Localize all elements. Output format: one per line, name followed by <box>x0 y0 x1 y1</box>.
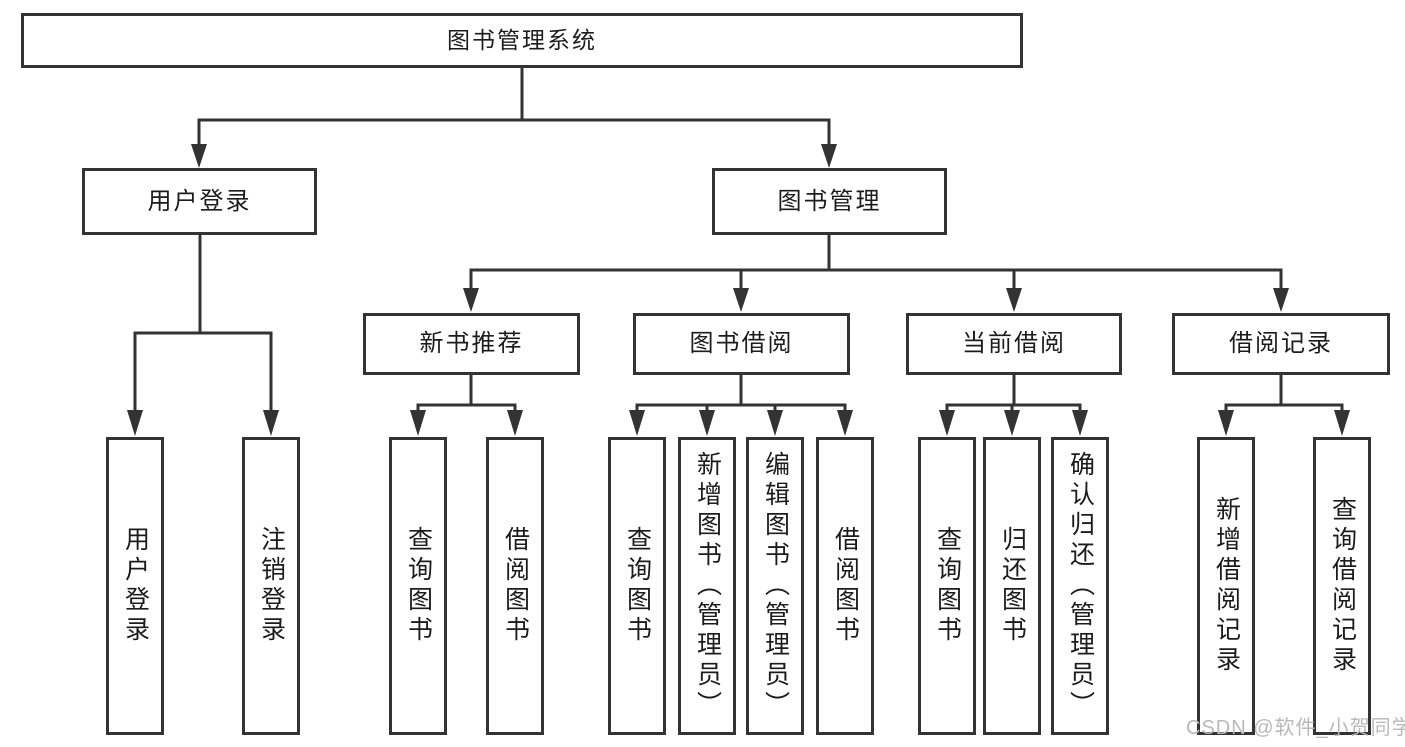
leaf-query-books-borrowing: 查询图书 <box>608 437 666 735</box>
node-new-book-recommendation: 新书推荐 <box>363 313 580 375</box>
leaf-borrow-books-recommend: 借阅图书 <box>486 437 544 735</box>
csdn-watermark: CSDN @软件_小贺同学 <box>1186 717 1405 739</box>
leaf-edit-books-admin: 编辑图书（管理员） <box>746 437 804 735</box>
leaf-query-books-current: 查询图书 <box>918 437 976 735</box>
leaf-add-borrow-record: 新增借阅记录 <box>1197 437 1255 735</box>
node-user-login: 用户登录 <box>82 168 317 235</box>
leaf-borrow-books: 借阅图书 <box>816 437 874 735</box>
leaf-add-books-admin: 新增图书（管理员） <box>678 437 736 735</box>
leaf-query-books-recommend: 查询图书 <box>389 437 447 735</box>
node-book-borrowing: 图书借阅 <box>633 313 850 375</box>
node-current-borrowing: 当前借阅 <box>906 313 1122 375</box>
connector-newbook-to-leaves <box>416 375 517 413</box>
connector-records-to-leaves <box>1224 375 1344 413</box>
leaf-query-borrow-record: 查询借阅记录 <box>1313 437 1371 735</box>
node-library-management-system: 图书管理系统 <box>21 13 1023 68</box>
arrowhead-level2-row <box>191 144 837 168</box>
arrowhead-leaf-row <box>127 410 1350 436</box>
arrowhead-level3-row <box>463 288 1289 312</box>
connector-current-to-leaves <box>945 375 1082 413</box>
node-borrowing-records: 借阅记录 <box>1172 313 1390 375</box>
connector-userlogin-to-leaves <box>133 235 273 413</box>
connector-root-to-level2 <box>197 68 831 146</box>
connector-borrow-to-leaves <box>635 375 847 413</box>
leaf-logout: 注销登录 <box>242 437 300 735</box>
leaf-user-login: 用户登录 <box>106 437 164 735</box>
connector-bookmgmt-to-level3 <box>469 235 1283 290</box>
node-book-management: 图书管理 <box>712 168 947 235</box>
leaf-return-books: 归还图书 <box>983 437 1041 735</box>
leaf-confirm-return-admin: 确认归还（管理员） <box>1051 437 1109 735</box>
